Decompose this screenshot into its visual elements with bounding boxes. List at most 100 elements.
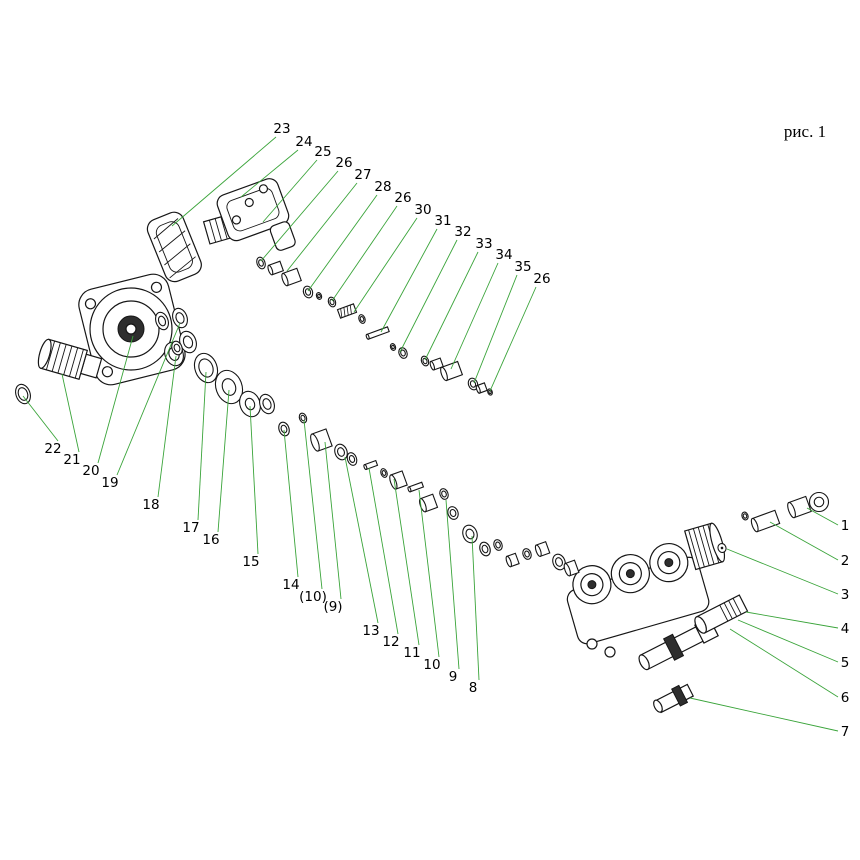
leader-line-(9) — [324, 441, 342, 600]
callout-label-2: 2 — [841, 553, 850, 569]
part-cyl — [389, 470, 408, 490]
leader-line-35 — [473, 274, 518, 384]
part-cyl — [281, 267, 302, 287]
pump-body-drawing — [566, 522, 726, 658]
leader-line-2 — [769, 521, 839, 561]
callout-label-21: 21 — [63, 452, 80, 468]
part-cyl — [563, 559, 580, 577]
callout-labels: 2324252627282630313233343526222120191817… — [44, 121, 849, 740]
callout-label-26: 26 — [335, 155, 352, 171]
leader-line-30 — [353, 217, 418, 313]
part-pin — [363, 459, 379, 471]
leader-line-26 — [331, 205, 398, 302]
leader-line-26 — [489, 286, 537, 392]
callout-label-16: 16 — [202, 532, 219, 548]
part-cyl — [475, 382, 488, 394]
leader-line-31 — [380, 228, 438, 333]
callout-label-1: 1 — [841, 518, 850, 534]
callout-label-8: 8 — [469, 680, 478, 696]
leader-line-17 — [197, 371, 207, 521]
leader-line-28 — [307, 194, 378, 292]
part-ring — [467, 377, 479, 391]
callout-label-26: 26 — [533, 271, 550, 287]
part-cyl — [787, 495, 812, 519]
part-ring — [155, 311, 169, 331]
callout-label-23: 23 — [273, 121, 290, 137]
callout-label-25: 25 — [314, 144, 331, 160]
part-cyl — [440, 360, 464, 382]
callout-label-(10): (10) — [299, 589, 327, 605]
callout-label-7: 7 — [841, 724, 850, 740]
part-cyl — [429, 357, 444, 371]
leader-line-24 — [240, 149, 299, 198]
part-disc — [717, 543, 727, 553]
part-ring — [179, 330, 197, 354]
part-drawings — [15, 178, 830, 714]
part-ring — [552, 553, 566, 571]
callout-label-13: 13 — [362, 623, 379, 639]
leader-line-18 — [157, 355, 177, 498]
leader-line-23 — [171, 136, 277, 227]
part-ring — [439, 488, 449, 500]
part-ring — [398, 347, 408, 359]
part-cyl — [505, 552, 520, 568]
callout-label-30: 30 — [414, 202, 431, 218]
callout-label-4: 4 — [841, 621, 850, 637]
part-pin — [407, 481, 425, 493]
leader-line-34 — [450, 262, 499, 370]
leader-line-5 — [737, 619, 839, 663]
part-ring — [214, 369, 244, 405]
part-ring — [334, 443, 348, 461]
part-ring — [346, 452, 358, 466]
leader-line-11 — [393, 478, 420, 646]
callout-label-28: 28 — [374, 179, 391, 195]
callout-label-(9): (9) — [323, 599, 342, 615]
leader-line-4 — [745, 611, 839, 629]
callout-label-27: 27 — [354, 167, 371, 183]
part-cyl — [534, 540, 551, 558]
part-ring — [193, 352, 219, 384]
part-ring — [15, 383, 31, 405]
crankshaft-plug-drawing — [37, 338, 103, 380]
callout-label-6: 6 — [841, 690, 850, 706]
part-ring — [239, 390, 261, 418]
callout-label-24: 24 — [295, 134, 312, 150]
leader-line-25 — [262, 159, 318, 223]
part-ring — [808, 491, 830, 513]
part-ring — [380, 468, 388, 478]
callout-label-22: 22 — [44, 441, 61, 457]
part-ring — [522, 548, 532, 560]
leader-line-20 — [97, 335, 134, 464]
leader-line-26 — [260, 170, 339, 262]
callout-label-17: 17 — [182, 520, 199, 536]
leader-line-8 — [471, 535, 480, 681]
part-ring — [479, 541, 491, 557]
part-pin — [365, 326, 390, 340]
part-cyl — [267, 260, 285, 276]
leader-line-27 — [286, 182, 358, 272]
part-cyl — [310, 428, 333, 452]
part-ring — [172, 307, 188, 329]
leader-line-9 — [445, 499, 460, 670]
leader-line-19 — [116, 322, 181, 476]
leader-line-12 — [368, 467, 399, 635]
callout-label-15: 15 — [242, 554, 259, 570]
leader-line-(10) — [303, 419, 323, 590]
callout-label-18: 18 — [142, 497, 159, 513]
callout-label-9: 9 — [449, 669, 458, 685]
leader-line-3 — [726, 548, 839, 595]
leader-line-32 — [399, 239, 458, 353]
callout-label-34: 34 — [495, 247, 512, 263]
part-ring — [420, 355, 430, 367]
part-ring — [298, 412, 308, 424]
part-ring — [447, 506, 459, 520]
leader-line-15 — [249, 405, 259, 555]
cover-plate-drawing — [216, 178, 296, 251]
coupler-drawing — [694, 594, 749, 634]
part-ring — [171, 340, 183, 356]
part-cyl — [418, 493, 439, 513]
callout-label-35: 35 — [514, 259, 531, 275]
hose-fittings-drawing — [638, 594, 749, 714]
part-ring — [487, 388, 493, 396]
